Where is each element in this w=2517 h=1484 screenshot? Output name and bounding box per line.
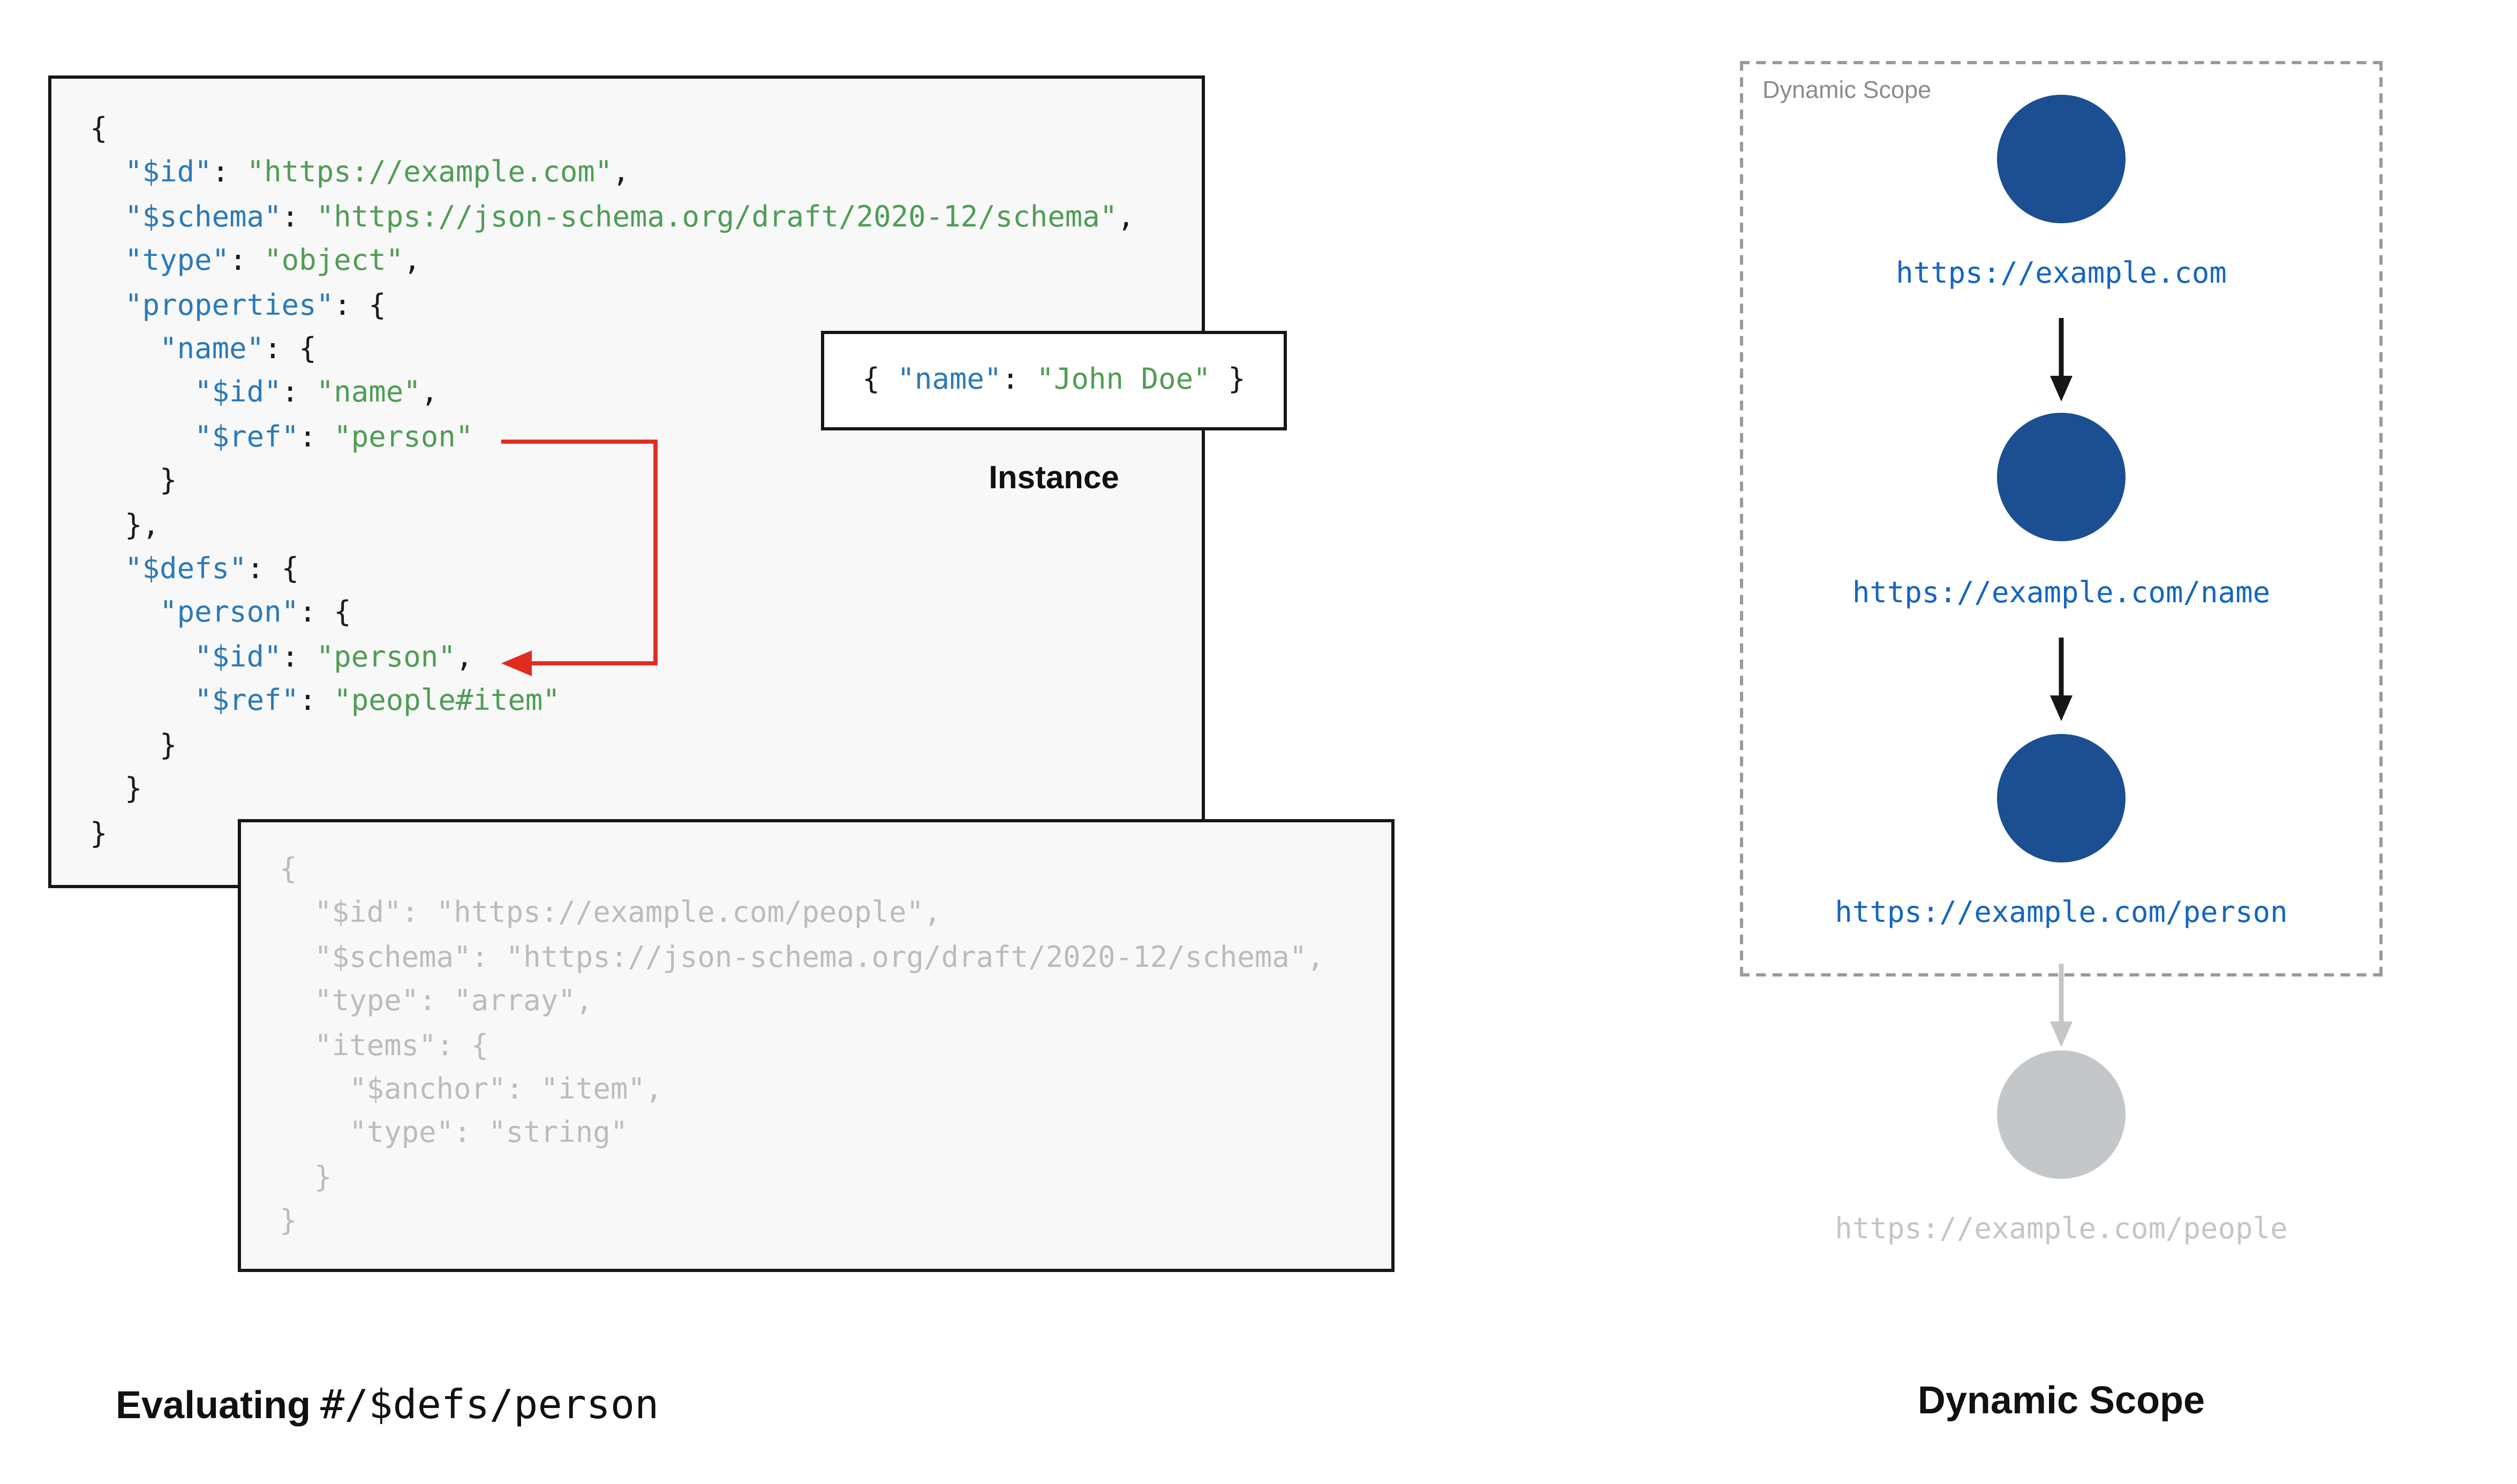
scope-node-label: https://example.com/person	[1835, 896, 2288, 930]
instance-code: { "name": "John Doe" }	[862, 363, 1246, 397]
caption-evaluating-pointer: #/$defs/person	[320, 1381, 659, 1428]
scope-node-label: https://example.com/name	[1852, 577, 2271, 610]
instance-label: Instance	[989, 461, 1119, 496]
people-schema-box: { "$id": "https://example.com/people", "…	[238, 819, 1395, 1272]
scope-arrow-icon	[2050, 318, 2073, 402]
out-of-scope-node-label: https://example.com/people	[1835, 1213, 2288, 1246]
root-schema-box: { "$id": "https://example.com", "$schema…	[48, 75, 1205, 888]
caption-evaluating-text: Evaluating	[116, 1384, 311, 1428]
dynamic-scope-box-label: Dynamic Scope	[1762, 77, 1932, 104]
scope-node-circle	[1997, 95, 2126, 223]
scope-node-circle	[1997, 734, 2126, 862]
people-schema-code: { "$id": "https://example.com/people", "…	[280, 853, 1324, 1239]
caption-dynamic-scope: Dynamic Scope	[1917, 1380, 2205, 1423]
scope-node-circle	[1997, 413, 2126, 541]
scope-arrow-icon	[2050, 638, 2073, 721]
out-of-scope-arrow-icon	[2050, 964, 2073, 1047]
out-of-scope-node-circle	[1997, 1050, 2126, 1179]
caption-evaluating: Evaluating#/$defs/person	[116, 1381, 659, 1429]
ref-arrow-icon	[501, 440, 658, 676]
scope-node-label: https://example.com	[1896, 257, 2227, 291]
root-schema-code: { "$id": "https://example.com", "$schema…	[90, 112, 1135, 851]
instance-box: { "name": "John Doe" }	[821, 331, 1287, 430]
